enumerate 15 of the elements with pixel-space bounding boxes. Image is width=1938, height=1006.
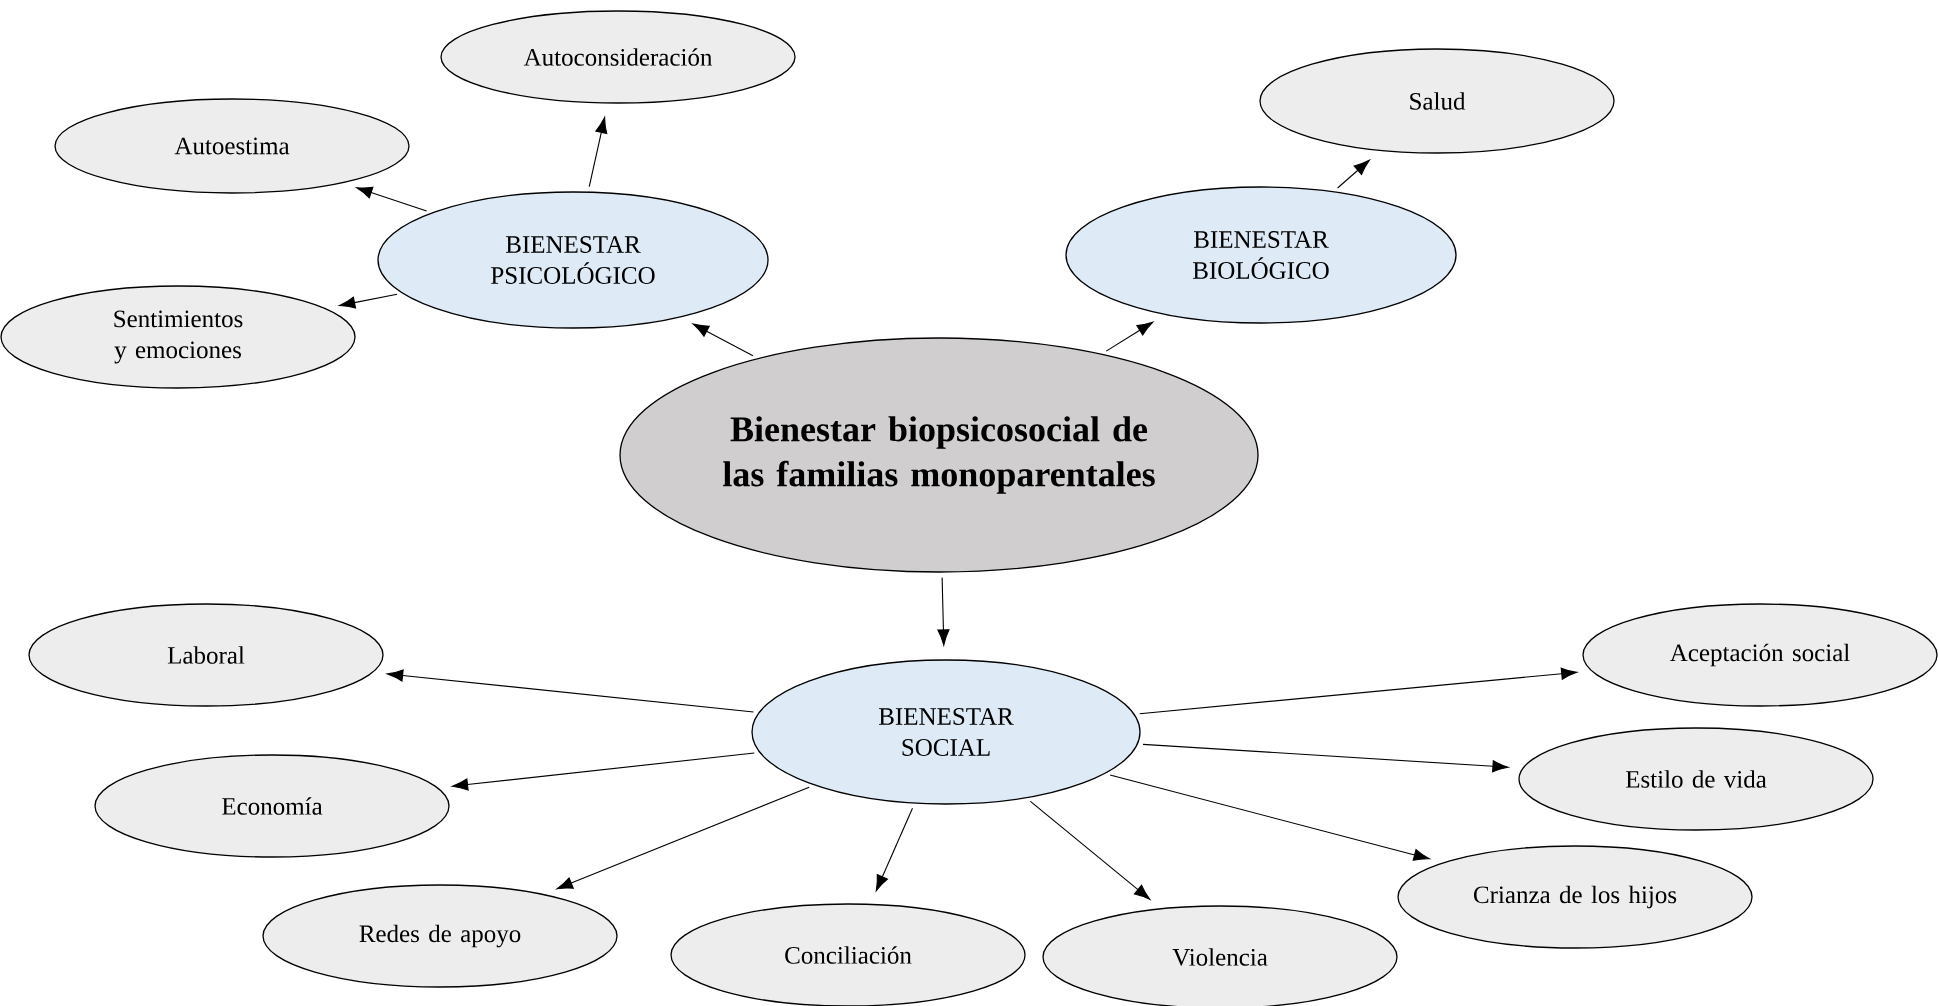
arrow — [588, 117, 608, 188]
arrow — [387, 669, 755, 713]
arrow — [1139, 667, 1578, 715]
arrow — [451, 752, 755, 791]
arrow — [556, 786, 810, 890]
arrow — [356, 186, 428, 212]
arrow — [339, 293, 398, 309]
arrow — [1337, 159, 1370, 189]
arrow — [1142, 743, 1509, 773]
arrow — [937, 577, 950, 646]
arrow — [1105, 321, 1154, 352]
arrow — [692, 323, 754, 357]
arrow — [1109, 774, 1430, 861]
arrow — [875, 807, 914, 892]
arrow — [1029, 800, 1151, 900]
